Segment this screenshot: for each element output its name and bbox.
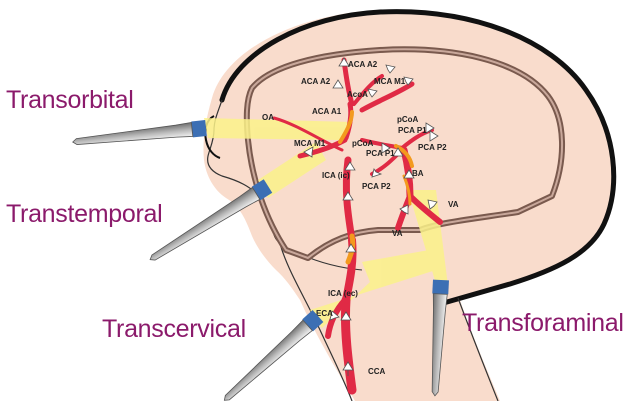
label-pca-p2-right: PCA P2 [418, 143, 447, 152]
label-pca-p1-a: PCA P1 [398, 126, 427, 135]
label-aca-a1: ACA A1 [312, 107, 342, 116]
label-transcervical: Transcervical [102, 315, 246, 344]
probe-transorbital [72, 120, 207, 150]
label-transforaminal: Transforaminal [462, 309, 624, 338]
label-aca-a2-top: ACA A2 [348, 60, 378, 69]
label-transtemporal: Transtemporal [6, 200, 162, 229]
label-ba: BA [412, 169, 424, 178]
label-va-left: VA [392, 229, 403, 238]
label-pcoa-right: pCoA [397, 115, 419, 124]
label-pca-p1-b: PCA P1 [366, 149, 395, 158]
label-mca-m1-right: MCA M1 [374, 77, 406, 86]
label-acoa: AcoA [347, 90, 368, 99]
label-aca-a2: ACA A2 [301, 77, 331, 86]
label-pcoa-left: pCoA [352, 139, 374, 148]
label-ica-ic: ICA (ic) [322, 171, 350, 180]
label-mca-m1-left: MCA M1 [294, 139, 326, 148]
label-transorbital: Transorbital [6, 86, 133, 115]
label-oa: OA [262, 113, 274, 122]
label-cca: CCA [368, 367, 386, 376]
label-ica-ec: ICA (ec) [328, 289, 358, 298]
label-va-right: VA [448, 200, 459, 209]
label-pca-p2-left: PCA P2 [362, 182, 391, 191]
